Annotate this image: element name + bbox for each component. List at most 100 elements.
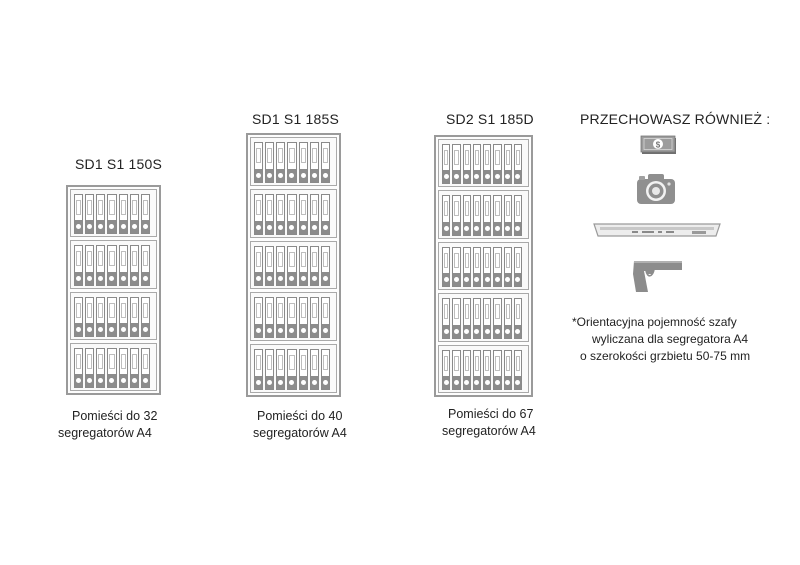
binder-label — [485, 355, 490, 371]
binder-label — [495, 150, 500, 165]
binder-label — [109, 251, 115, 267]
binder-label — [464, 304, 469, 320]
binder-base — [119, 322, 127, 336]
binder-ring-hole — [278, 379, 284, 385]
binder — [462, 349, 471, 390]
binder-base — [255, 220, 263, 234]
binder-ring-hole — [484, 379, 490, 385]
binder-label — [87, 353, 93, 369]
binder — [503, 349, 512, 390]
binder-ring-hole — [300, 379, 306, 385]
binder-base — [255, 375, 263, 389]
binder — [309, 193, 319, 235]
binder — [320, 297, 330, 339]
binder-base — [130, 220, 138, 234]
binder-base — [97, 271, 105, 285]
shelf — [70, 291, 157, 340]
binder-label — [267, 355, 273, 371]
binder-base — [141, 220, 149, 234]
binder-label — [515, 304, 520, 320]
binder — [320, 245, 330, 287]
binder-label — [454, 252, 459, 268]
binder-base — [514, 324, 521, 338]
binder-label — [300, 303, 306, 319]
binder-ring-hole — [256, 276, 262, 282]
binder-label — [311, 199, 317, 215]
binder-ring-hole — [98, 378, 104, 383]
binder-base — [321, 220, 329, 234]
binder-base — [130, 374, 138, 387]
binder-label — [289, 199, 295, 215]
binder-ring-hole — [109, 275, 115, 281]
binder — [140, 347, 150, 388]
cabinet-3-caption-line1: Pomieści do 67 — [448, 407, 534, 421]
binder-ring-hole — [443, 174, 449, 180]
binder — [298, 297, 308, 339]
binder-base — [473, 324, 480, 338]
binder-label — [109, 302, 115, 318]
binder-ring-hole — [494, 379, 500, 385]
binder — [452, 246, 461, 288]
binder-ring-hole — [267, 379, 273, 385]
binder — [96, 296, 106, 337]
binder-label — [444, 252, 449, 268]
binder — [442, 144, 451, 185]
binder-ring-hole — [311, 379, 317, 385]
binder-base — [443, 221, 450, 235]
binder-label — [278, 251, 284, 267]
binder — [265, 245, 275, 287]
binder-base — [277, 168, 285, 182]
binder-base — [443, 170, 450, 184]
capacity-note-line2: wyliczana dla segregatora A4 — [592, 332, 749, 346]
binder-ring-hole — [256, 328, 262, 334]
binder — [118, 347, 128, 388]
binder-ring-hole — [464, 174, 470, 180]
binder — [309, 297, 319, 339]
binder — [74, 194, 84, 235]
binder — [298, 245, 308, 287]
binder-ring-hole — [453, 174, 459, 180]
binder-ring-hole — [443, 277, 449, 283]
binder — [483, 298, 492, 339]
binder-ring-hole — [76, 326, 82, 332]
binder-base — [108, 322, 116, 336]
binder-base — [299, 324, 307, 338]
binder-ring-hole — [443, 379, 449, 385]
shelf — [438, 293, 529, 342]
binder-label — [256, 199, 262, 215]
binder-label — [120, 353, 126, 369]
binder-label — [454, 150, 459, 165]
binder-ring-hole — [505, 225, 511, 231]
cabinet-2-illustration — [246, 133, 341, 397]
binder-base — [494, 375, 501, 389]
binder-label — [131, 302, 137, 318]
binder-base — [299, 375, 307, 389]
binder — [513, 298, 522, 339]
binder — [320, 193, 330, 235]
cabinet-2-title: SD1 S1 185S — [252, 111, 340, 127]
binder — [107, 194, 117, 235]
binder-ring-hole — [131, 378, 137, 383]
binder-ring-hole — [278, 328, 284, 334]
binder — [287, 142, 297, 183]
binder — [472, 246, 481, 288]
binder — [85, 245, 95, 286]
binder-base — [484, 375, 491, 389]
shelf — [250, 292, 337, 342]
binder-ring-hole — [322, 172, 328, 178]
binder-label — [495, 201, 500, 217]
binder-base — [141, 271, 149, 285]
binder — [254, 142, 264, 183]
binder-ring-hole — [120, 378, 126, 383]
binder-base — [299, 168, 307, 182]
binder — [129, 296, 139, 337]
binder — [265, 297, 275, 339]
binder — [462, 298, 471, 339]
binder-ring-hole — [289, 328, 295, 334]
binder-ring-hole — [131, 326, 137, 332]
binder — [462, 246, 471, 288]
binder-base — [266, 168, 274, 182]
binder-base — [299, 272, 307, 286]
binder-base — [443, 375, 450, 389]
binder-base — [321, 272, 329, 286]
